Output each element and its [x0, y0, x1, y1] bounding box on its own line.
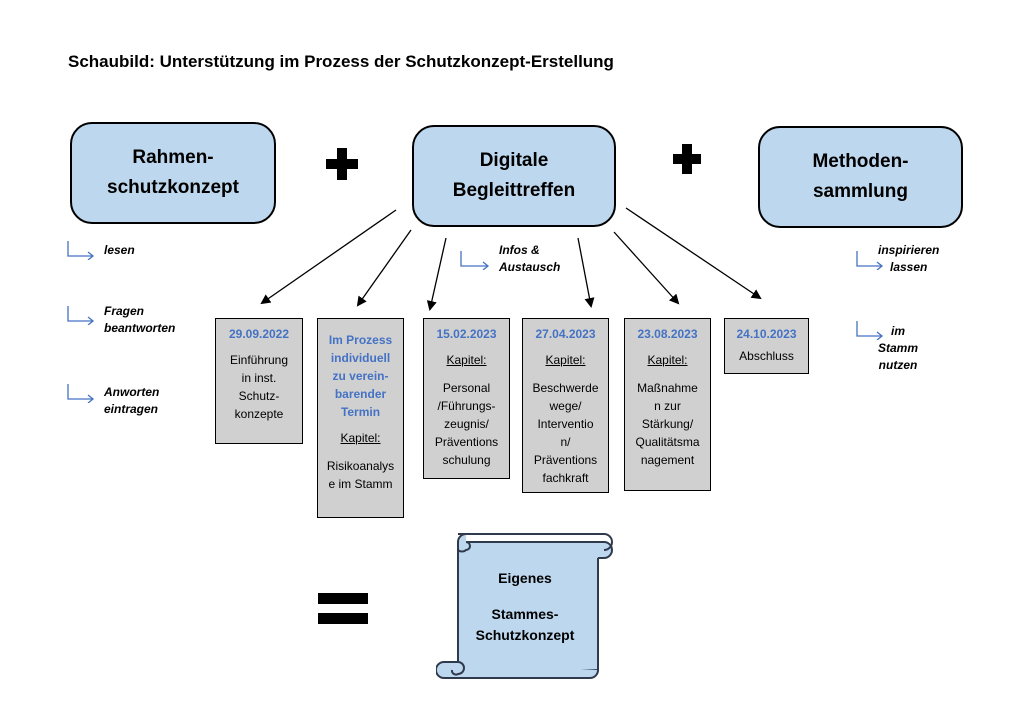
hint-arrow-icon: [856, 321, 884, 340]
equals-icon: [318, 593, 368, 624]
hint-inspirieren-lassen: inspirieren lassen: [878, 243, 940, 274]
hint-arrow-icon: [460, 251, 490, 270]
arrow-to-meeting-6: [625, 207, 762, 300]
meeting-text: Risikoanalys e im Stamm: [326, 459, 395, 491]
result-label-schutzkonzept: Stammes- Schutzkonzept: [475, 606, 575, 643]
hint-arrow-icon: [67, 306, 95, 325]
diagram-title: Schaubild: Unterstützung im Prozess der …: [68, 52, 614, 71]
meeting-box-4: 27.04.2023 Kapitel: Beschwerde wege/ Int…: [522, 318, 609, 493]
meeting-text: Personal /Führungs- zeugnis/ Präventions…: [434, 381, 499, 467]
meeting-chapter-label: Kapitel:: [340, 431, 381, 445]
hint-lesen: lesen: [104, 243, 135, 257]
meeting-date: Im Prozess individuell zu verein- barend…: [328, 333, 393, 419]
box-methodensammlung-label: Methoden- sammlung: [812, 151, 909, 202]
arrow-to-meeting-2: [356, 229, 412, 307]
meeting-chapter-label: Kapitel:: [647, 353, 688, 367]
box-methodensammlung: Methoden- sammlung: [758, 126, 963, 228]
hint-infos-austausch: Infos & Austausch: [499, 243, 561, 274]
meeting-date: 15.02.2023: [436, 327, 497, 341]
meeting-text: Beschwerde wege/ Interventio n/ Präventi…: [532, 381, 599, 485]
meeting-date: 23.08.2023: [637, 327, 698, 341]
hint-im-stamm-nutzen: im Stamm nutzen: [878, 324, 919, 372]
box-rahmenschutzkonzept: Rahmen- schutzkonzept: [70, 122, 276, 224]
arrow-to-meeting-4: [577, 237, 595, 308]
meeting-text: Abschluss: [739, 349, 794, 363]
plus-icon: [326, 148, 358, 180]
box-digitale-begleittreffen: Digitale Begleittreffen: [412, 125, 616, 227]
meeting-date: 27.04.2023: [535, 327, 596, 341]
meeting-chapter-label: Kapitel:: [446, 353, 487, 367]
hint-antworten-eintragen: Anworten eintragen: [104, 385, 160, 416]
arrow-to-meeting-5: [613, 231, 680, 305]
meeting-box-6: 24.10.2023 Abschluss: [724, 318, 809, 374]
arrow-to-meeting-3: [426, 237, 447, 311]
box-rahmenschutzkonzept-label: Rahmen- schutzkonzept: [107, 147, 239, 198]
meeting-box-5: 23.08.2023 Kapitel: Maßnahme n zur Stärk…: [624, 318, 711, 491]
scroll-icon: [436, 533, 613, 679]
hint-arrow-icon: [856, 251, 884, 270]
hint-fragen-beantworten: Fragen beantworten: [104, 304, 176, 335]
meeting-box-1: 29.09.2022 Einführung in inst. Schutz- k…: [215, 318, 303, 444]
meeting-date: 24.10.2023: [736, 327, 797, 341]
meeting-text: Maßnahme n zur Stärkung/ Qualitätsma nag…: [635, 381, 700, 467]
plus-icon: [673, 144, 701, 174]
meeting-box-3: 15.02.2023 Kapitel: Personal /Führungs- …: [423, 318, 510, 479]
meeting-date: 29.09.2022: [228, 327, 290, 341]
meeting-box-2: Im Prozess individuell zu verein- barend…: [317, 318, 404, 518]
box-begleittreffen-label: Digitale Begleittreffen: [452, 150, 576, 201]
result-label-eigenes: Eigenes: [498, 570, 552, 586]
hint-arrow-icon: [67, 384, 95, 403]
arrow-to-meeting-1: [260, 209, 397, 305]
meeting-chapter-label: Kapitel:: [545, 353, 586, 367]
hint-arrow-icon: [67, 241, 95, 260]
meeting-text: Einführung in inst. Schutz- konzepte: [229, 353, 289, 421]
